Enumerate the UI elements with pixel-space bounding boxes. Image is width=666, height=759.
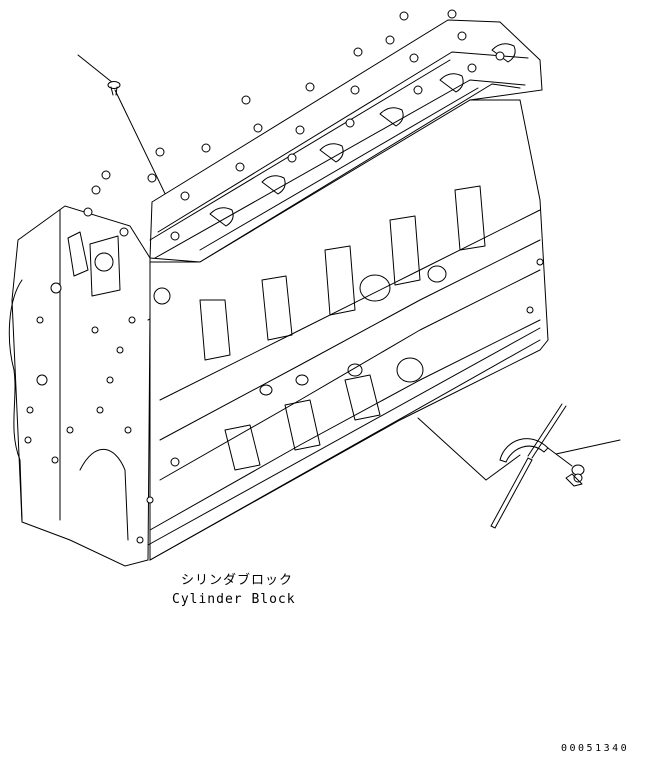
drawing-number: 00051340 <box>561 743 630 754</box>
dipstick-drawing <box>490 403 621 529</box>
cylinder-block-drawing <box>8 9 549 567</box>
dipstick-gauge-icon <box>565 464 585 487</box>
front-face-holes <box>24 252 544 544</box>
head-bolts <box>83 9 505 241</box>
part-name-jp: シリンダブロック <box>181 573 294 588</box>
part-name-en: Cylinder Block <box>172 592 296 607</box>
dipstick-leader <box>417 417 521 481</box>
plug-icon <box>107 81 121 96</box>
